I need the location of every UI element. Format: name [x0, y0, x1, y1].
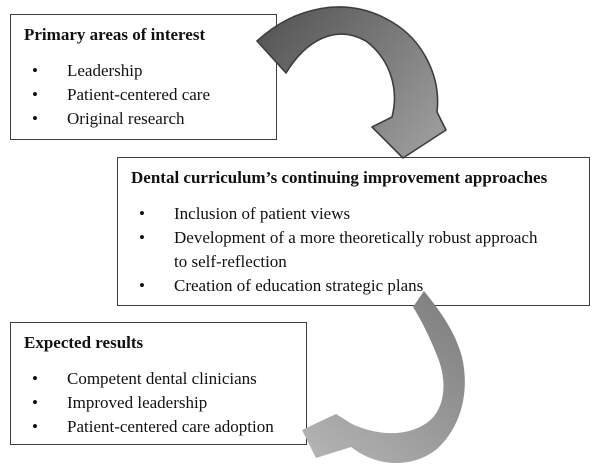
list-item: • Inclusion of patient views — [139, 202, 581, 226]
expected-results-title: Expected results — [24, 333, 144, 352]
primary-areas-title: Primary areas of interest — [24, 25, 206, 44]
bullet-icon: • — [32, 109, 38, 128]
arrow-bottom-icon — [302, 291, 465, 464]
list-item: • Patient-centered care — [32, 83, 268, 107]
bullet-icon: • — [32, 369, 38, 388]
curriculum-approaches-box: Dental curriculum’s continuing improveme… — [117, 157, 590, 306]
list-item-text: Development of a more theoretically robu… — [174, 228, 538, 271]
list-item: • Competent dental clinicians — [32, 367, 298, 391]
list-item: • Patient-centered care adoption — [32, 415, 298, 439]
list-item: • Improved leadership — [32, 391, 298, 415]
list-item-text: Competent dental clinicians — [67, 369, 257, 388]
expected-results-box: Expected results • Competent dental clin… — [10, 322, 307, 445]
arrow-top-icon — [256, 6, 447, 159]
list-item-text: Inclusion of patient views — [174, 204, 351, 223]
bullet-icon: • — [32, 417, 38, 436]
primary-areas-box: Primary areas of interest • Leadership •… — [10, 14, 277, 140]
bullet-icon: • — [139, 204, 145, 223]
list-item: • Original research — [32, 107, 268, 131]
bullet-icon: • — [32, 61, 38, 80]
list-item-text: Improved leadership — [67, 393, 208, 412]
bullet-icon: • — [139, 276, 145, 295]
list-item-text: Patient-centered care adoption — [67, 417, 274, 436]
bullet-icon: • — [32, 85, 38, 104]
list-item-text: Patient-centered care — [67, 85, 210, 104]
bullet-icon: • — [139, 228, 145, 247]
curriculum-approaches-title: Dental curriculum’s continuing improveme… — [131, 168, 548, 187]
bullet-icon: • — [32, 393, 38, 412]
list-item: • Leadership — [32, 59, 268, 83]
list-item-text: Original research — [67, 109, 185, 128]
list-item: • Creation of education strategic plans — [139, 274, 581, 298]
primary-areas-list: • Leadership • Patient-centered care • O… — [24, 59, 268, 131]
list-item: • Development of a more theoretically ro… — [139, 226, 581, 274]
expected-results-list: • Competent dental clinicians • Improved… — [24, 367, 298, 439]
curriculum-approaches-list: • Inclusion of patient views • Developme… — [131, 202, 581, 298]
list-item-text: Leadership — [67, 61, 143, 80]
list-item-text: Creation of education strategic plans — [174, 276, 424, 295]
